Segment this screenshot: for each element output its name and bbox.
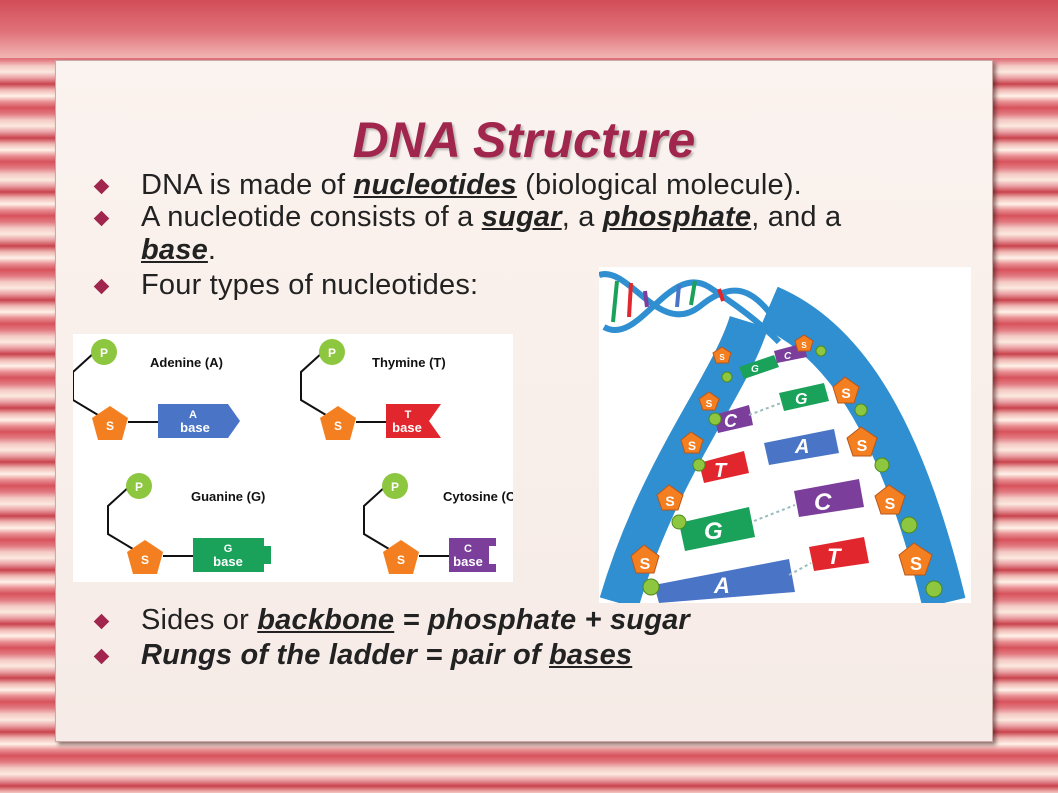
bullet-text: Rungs of the ladder = pair of [141,639,550,671]
term-backbone: backbone [257,604,395,636]
rung-letter: A [713,573,730,598]
diamond-bullet-icon [93,278,110,295]
sugar-label: S [106,419,114,433]
right-backbone [759,286,966,609]
sugar-label: S [885,496,896,513]
rung-letter: A [794,436,809,458]
bullet-text: , and a [751,201,842,233]
rung-letter: G [795,391,807,408]
nucleotide-guanine: P S G base Guanine (G) [107,473,271,574]
term-nucleotides: nucleotides [353,169,517,201]
dna-helix-image: G C C G T A G C A T [598,267,971,609]
nucleotide-adenine: P S A base Adenine (A) [72,339,240,440]
sugar-label: S [801,341,807,350]
base-letter: C [464,543,472,555]
sugar-label: S [910,554,922,574]
rung-letter: G [751,364,759,375]
bullet-four-types: Four types of nucleotides: [93,269,976,302]
sugar-label: S [719,353,725,362]
base-word: base [392,420,422,435]
rung-letter: G [704,518,723,545]
nucleotide-name: Thymine (T) [372,355,446,370]
sugar-labels: S S S S S S S S S S [640,341,922,574]
top-decor-band [0,0,1058,58]
sugar-pentagons [630,334,933,576]
bullet-text: Sides or [141,604,258,636]
rung-letter: C [784,351,792,362]
bullet-text: = phosphate + sugar [394,604,690,636]
term-bases: bases [549,639,633,671]
term-sugar: sugar [481,201,562,233]
nucleotide-cytosine: P S C base Cytosine (C) [363,473,520,574]
nucleotide-name: Adenine (A) [150,355,223,370]
phosphate-label: P [391,480,399,494]
diamond-bullet-icon [93,613,110,630]
bullet-rungs: Rungs of the ladder = pair of bases [93,639,976,672]
bullet-text: (biological molecule). [516,169,802,201]
bullet-text: Four types of nucleotides: [141,269,479,301]
diamond-bullet-icon [93,648,110,665]
sugar-label: S [141,553,149,567]
base-letter: T [405,409,412,421]
base-letter: A [189,409,197,421]
base-word: base [213,554,243,569]
nucleotide-thymine: P S T base Thymine (T) [300,339,446,440]
rung-letter: C [814,489,832,516]
sugar-label: S [397,553,405,567]
phosphate-label: P [100,346,108,360]
bullet-components: A nucleotide consists of a sugar, a phos… [93,201,976,267]
bullet-text: , a [561,201,603,233]
nucleotide-name: Cytosine (C) [443,489,513,504]
bullet-nucleotides: DNA is made of nucleotides (biological m… [93,169,976,202]
bullet-text: A nucleotide consists of a [141,201,482,233]
nucleotide-diagram-svg: P S A base Adenine (A) P S T base T [72,339,520,574]
rung-letter: T [714,460,728,482]
nucleotide-diagram: P S A base Adenine (A) P S T base T [72,334,520,582]
rung-letter: T [827,544,842,569]
base-word: base [453,554,483,569]
sugar-label: S [334,419,342,433]
phosphate-circles [642,345,943,598]
slide: DNA Structure DNA is made of nucleotides… [55,60,993,742]
rung-letter: C [724,411,738,431]
sugar-label: S [706,399,713,410]
nucleotide-name: Guanine (G) [191,489,265,504]
sugar-label: S [665,493,674,509]
sugar-label: S [841,385,850,401]
helix-rungs [654,343,869,603]
bullet-backbone: Sides or backbone = phosphate + sugar [93,604,976,637]
diamond-bullet-icon [93,178,110,195]
base-word: base [180,420,210,435]
sugar-label: S [857,438,868,455]
bullet-text: . [207,234,217,266]
dna-helix-svg: G C C G T A G C A T [598,271,966,609]
rung-letters: G C C G T A G C A T [704,351,842,598]
term-base: base [141,234,208,266]
term-phosphate: phosphate [602,201,752,233]
sugar-label: S [688,439,696,453]
diamond-bullet-icon [93,210,110,227]
upper-helix [598,271,782,345]
sugar-label: S [640,556,651,573]
bullet-text: DNA is made of [141,169,354,201]
phosphate-label: P [135,480,143,494]
base-letter: G [224,543,233,555]
phosphate-label: P [328,346,336,360]
slide-title: DNA Structure [352,112,696,168]
